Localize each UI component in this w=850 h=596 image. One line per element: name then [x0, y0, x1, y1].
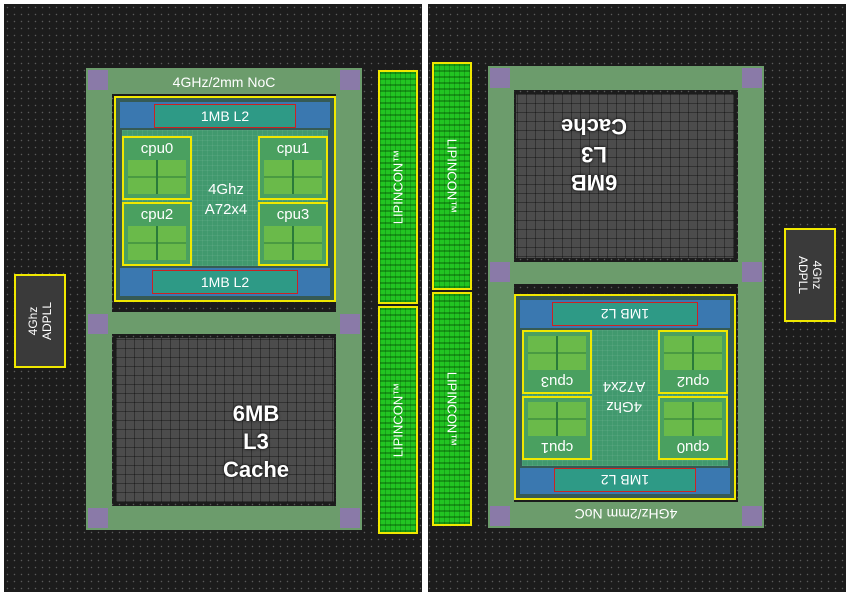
cpu0-core: cpu0	[658, 396, 728, 460]
l3-type: Cache	[560, 114, 628, 139]
l2-cache-bottom: 1MB L2	[552, 302, 698, 326]
lipincon-bottom: LIPINCON™	[378, 306, 418, 534]
noc-ring-middle	[488, 262, 764, 284]
lipincon-top: LIPINCON™	[432, 292, 472, 526]
cluster-frequency: 4Ghz	[208, 181, 244, 198]
l3-cache-block: 6MB L3 Cache	[516, 94, 734, 258]
cpu1-label: cpu1	[276, 140, 310, 157]
adpll-frequency: 4Ghz	[26, 306, 40, 336]
l3-cache-block: 6MB L3 Cache	[116, 338, 334, 502]
router-pad	[88, 314, 108, 334]
lipincon-top: LIPINCON™	[378, 70, 418, 304]
router-pad	[340, 314, 360, 334]
left-die: 4GHz/2mm NoC 1MB L2 1MB L2 cpu0 cpu1 cpu…	[4, 4, 422, 592]
adpll-label: 4Ghz ADPLL	[26, 302, 54, 340]
cpu0-label: cpu0	[676, 439, 710, 456]
cpu0-core: cpu0	[122, 136, 192, 200]
lipincon-top-label: LIPINCON™	[444, 371, 460, 447]
adpll-block: 4Ghz ADPLL	[784, 228, 836, 322]
cluster-label: 4Ghz A72x4	[186, 180, 266, 220]
adpll-label: 4Ghz ADPLL	[796, 256, 824, 294]
cpu3-core: cpu3	[258, 202, 328, 266]
adpll-type: ADPLL	[796, 255, 810, 295]
noc-ring-left	[86, 68, 112, 530]
router-pad	[490, 262, 510, 282]
l3-cache-label: 6MB L3 Cache	[196, 400, 316, 484]
cluster-core-type: A72x4	[602, 378, 646, 395]
cpu1-core: cpu1	[522, 396, 592, 460]
l2-cache-bottom: 1MB L2	[152, 270, 298, 294]
noc-label: 4GHz/2mm NoC	[172, 74, 276, 90]
adpll-type: ADPLL	[40, 301, 54, 341]
adpll-block: 4Ghz ADPLL	[14, 274, 66, 368]
cluster-label: 4Ghz A72x4	[584, 376, 664, 416]
noc-ring-right	[336, 68, 362, 530]
l3-type: Cache	[222, 457, 290, 482]
l3-size: 6MB	[232, 401, 280, 426]
noc-label: 4GHz/2mm NoC	[574, 506, 678, 522]
lipincon-bottom: LIPINCON™	[432, 62, 472, 290]
lipincon-bottom-label: LIPINCON™	[444, 138, 460, 214]
lipincon-top-label: LIPINCON™	[390, 149, 406, 225]
noc-ring-middle	[86, 312, 362, 334]
l3-level: L3	[581, 142, 607, 167]
router-pad	[490, 506, 510, 526]
noc-ring-bottom	[488, 66, 764, 90]
l3-size: 6MB	[570, 170, 618, 195]
cluster-frequency: 4Ghz	[606, 398, 642, 415]
router-pad	[742, 68, 762, 88]
l3-cache-label: 6MB L3 Cache	[534, 112, 654, 196]
right-die: 4GHz/2mm NoC 1MB L2 1MB L2 cpu0 cpu1 cpu…	[428, 4, 846, 592]
noc-ring-left	[738, 66, 764, 528]
cpu1-core: cpu1	[258, 136, 328, 200]
router-pad	[88, 508, 108, 528]
l2-cache-top: 1MB L2	[154, 104, 296, 128]
cpu2-core: cpu2	[122, 202, 192, 266]
router-pad	[490, 68, 510, 88]
cpu2-label: cpu2	[676, 373, 710, 390]
l3-level: L3	[243, 429, 269, 454]
noc-ring-right	[488, 66, 514, 528]
cpu-cluster: 1MB L2 1MB L2 cpu0 cpu1 cpu2 cpu3 4Ghz A…	[114, 96, 336, 302]
l2-cache-top: 1MB L2	[554, 468, 696, 492]
cpu3-core: cpu3	[522, 330, 592, 394]
cpu1-label: cpu1	[540, 439, 574, 456]
cpu3-label: cpu3	[276, 206, 310, 223]
cpu2-label: cpu2	[140, 206, 174, 223]
cpu0-label: cpu0	[140, 140, 174, 157]
noc-ring-top	[86, 68, 362, 94]
noc-ring-bottom	[86, 506, 362, 530]
router-pad	[742, 506, 762, 526]
router-pad	[340, 70, 360, 90]
cpu-cluster: 1MB L2 1MB L2 cpu0 cpu1 cpu2 cpu3 4Ghz A…	[514, 294, 736, 500]
adpll-frequency: 4Ghz	[810, 260, 824, 290]
router-pad	[340, 508, 360, 528]
router-pad	[88, 70, 108, 90]
router-pad	[742, 262, 762, 282]
cpu2-core: cpu2	[658, 330, 728, 394]
lipincon-bottom-label: LIPINCON™	[390, 382, 406, 458]
cluster-core-type: A72x4	[204, 201, 248, 218]
cpu3-label: cpu3	[540, 373, 574, 390]
